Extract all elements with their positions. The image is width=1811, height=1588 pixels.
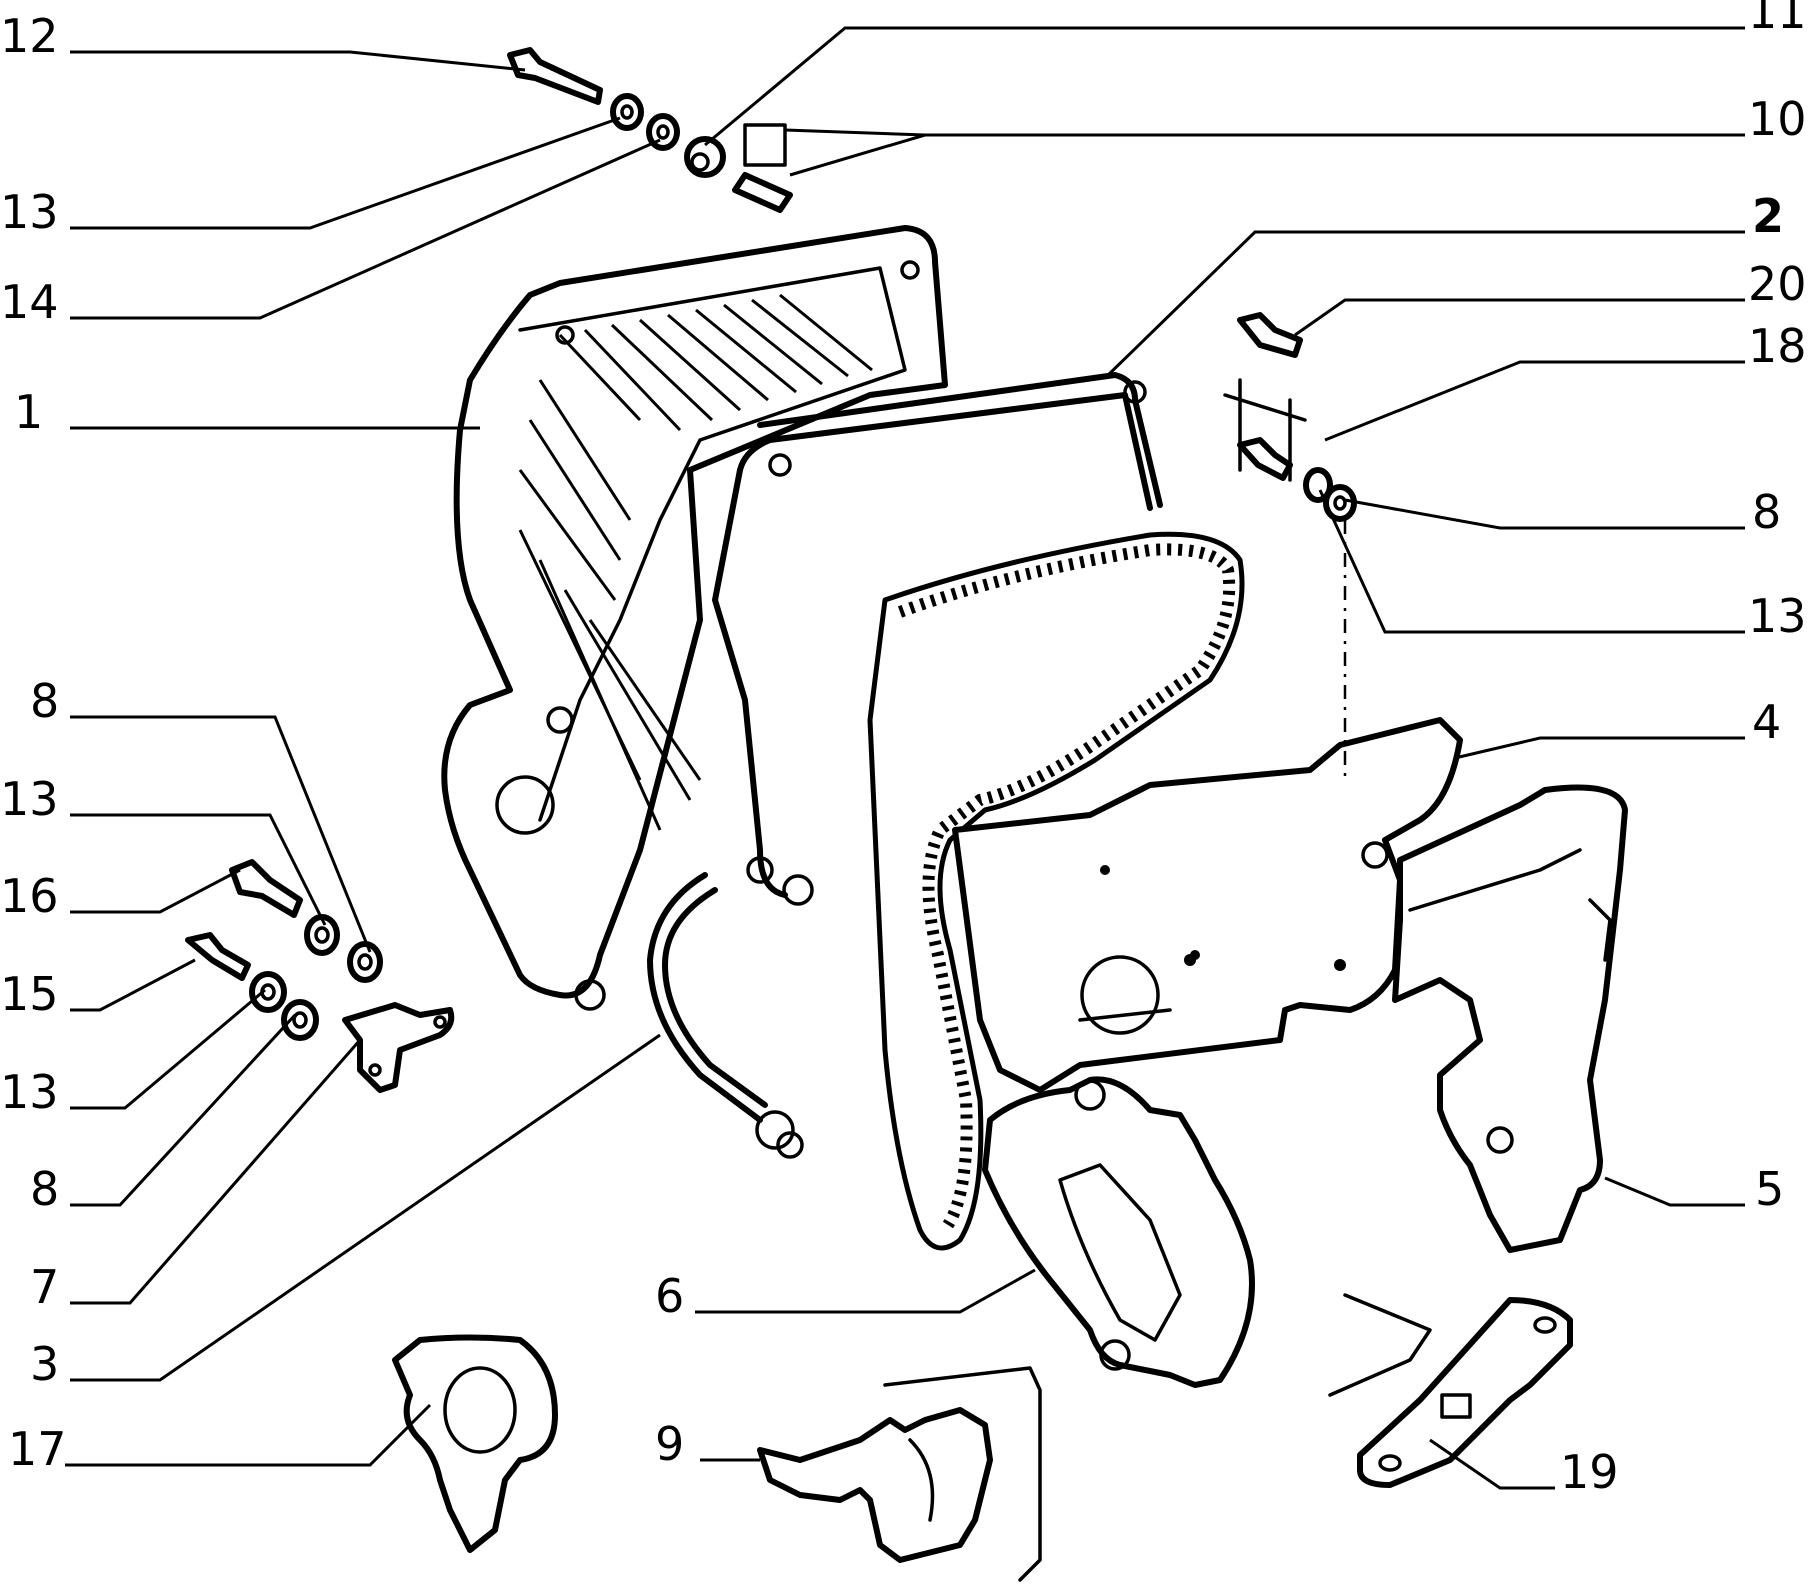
callout-1: 1 xyxy=(14,385,43,439)
callout-6: 6 xyxy=(655,1269,684,1323)
part-20-bolt xyxy=(1237,312,1303,358)
callout-19: 19 xyxy=(1560,1445,1619,1499)
callout-9: 9 xyxy=(655,1417,684,1471)
callout-20: 20 xyxy=(1748,257,1807,311)
part-11-bushing xyxy=(684,136,726,178)
callout-16: 16 xyxy=(0,869,59,923)
callout-18: 18 xyxy=(1748,319,1807,373)
part-7-bracket xyxy=(342,1002,455,1093)
part-6-lower-cover xyxy=(982,1076,1255,1388)
part-10-sleeve xyxy=(732,123,793,213)
part-15-bolt xyxy=(185,932,251,981)
callout-labels: 12 11 10 13 2 14 20 18 1 8 13 8 4 13 16 … xyxy=(0,0,1807,1499)
part-1-upper-timing-cover xyxy=(441,225,948,1011)
part-9-clamp xyxy=(757,1407,993,1563)
part-16-bolt xyxy=(229,859,303,918)
timing-belt xyxy=(867,531,1245,1251)
part-19-bracket-plate xyxy=(1357,1297,1573,1488)
callout-14: 14 xyxy=(0,275,59,329)
callout-3: 3 xyxy=(30,1337,59,1391)
part-5-right-cover xyxy=(1392,784,1628,1253)
callout-11: 11 xyxy=(1748,0,1807,39)
part-13-washer-left-upper xyxy=(304,914,340,956)
callout-15: 15 xyxy=(0,967,59,1021)
part-13-washer-left-lower xyxy=(249,971,287,1013)
callout-2: 2 xyxy=(1752,189,1784,243)
callout-8: 8 xyxy=(30,674,59,728)
callout-8: 8 xyxy=(30,1162,59,1216)
callout-5: 5 xyxy=(1755,1162,1784,1216)
part-13-washer-right xyxy=(1303,467,1333,503)
part-8-washer-left-lower xyxy=(281,999,319,1041)
cover-fins xyxy=(518,293,873,831)
part-13-washer-top xyxy=(610,93,644,131)
callout-17: 17 xyxy=(8,1422,67,1476)
callout-13: 13 xyxy=(1748,589,1807,643)
part-3-lower-gasket xyxy=(647,872,804,1159)
part-14-washer-top xyxy=(646,113,680,151)
part-8-washer-left-upper xyxy=(347,941,383,983)
callout-4: 4 xyxy=(1752,695,1781,749)
callout-13: 13 xyxy=(0,185,59,239)
part-2-upper-gasket xyxy=(712,372,1163,906)
callout-7: 7 xyxy=(30,1260,59,1314)
callout-12: 12 xyxy=(0,9,59,63)
callout-13: 13 xyxy=(0,772,59,826)
dimension-marker-18 xyxy=(1223,378,1307,482)
leader-lines xyxy=(65,26,1745,1490)
bracket-arrow-9 xyxy=(883,1366,1042,1582)
part-4-rear-plate xyxy=(952,717,1463,1093)
section-arrow-19 xyxy=(1328,1293,1432,1397)
part-18-bolt xyxy=(1237,437,1293,481)
part-17-clip xyxy=(392,1334,558,1553)
callout-8: 8 xyxy=(1752,485,1781,539)
callout-10: 10 xyxy=(1748,92,1807,146)
part-12-bolt xyxy=(507,47,603,105)
callout-13: 13 xyxy=(0,1065,59,1119)
